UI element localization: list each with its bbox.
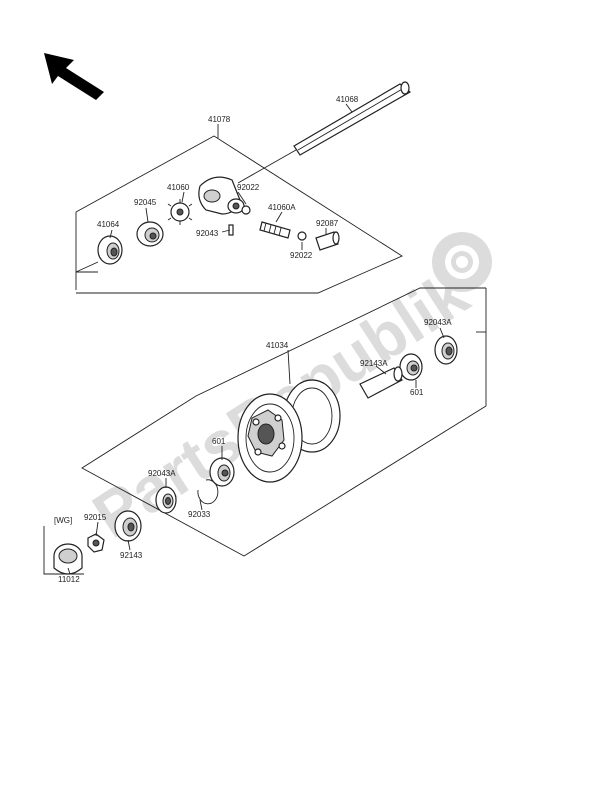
label-92087: 92087	[316, 219, 339, 228]
direction-arrow-icon	[44, 53, 104, 100]
part-seal-41064	[97, 235, 123, 265]
label-601-left: 601	[212, 437, 226, 446]
label-41060A: 41060A	[268, 203, 296, 212]
part-fitting-92087	[315, 231, 340, 251]
hub-assembly: 41034 92043A 92143A 601 601 92043A 92033…	[43, 287, 487, 584]
label-92015: 92015	[84, 513, 107, 522]
part-nut-92015	[87, 533, 105, 553]
part-bearing-601-right	[399, 353, 423, 381]
part-seal-92043A-left	[155, 486, 177, 514]
label-92033: 92033	[188, 510, 211, 519]
assembly-outline-41078	[75, 135, 403, 294]
gear-housing-assembly: 41078 41068 41060 92045 41064 92022 9204…	[75, 81, 412, 294]
part-hub-41034	[237, 379, 341, 483]
label-41060: 41060	[167, 183, 190, 192]
label-601-right: 601	[410, 388, 424, 397]
label-41068: 41068	[336, 95, 359, 104]
label-92022-a: 92022	[237, 183, 260, 192]
label-92045: 92045	[134, 198, 157, 207]
label-92143: 92143	[120, 551, 143, 560]
part-bearing-601-left	[209, 457, 235, 487]
part-drive-gear	[167, 199, 193, 225]
label-11012: 11012	[58, 575, 80, 584]
part-spacer-92143A	[359, 366, 403, 399]
label-92043: 92043	[196, 229, 219, 238]
part-cap-11012	[43, 526, 84, 575]
label-41034: 41034	[266, 341, 289, 350]
part-axle-41068	[237, 81, 412, 184]
label-92043A-right: 92043A	[424, 318, 452, 327]
part-bearing-92045	[136, 221, 164, 247]
label-wg: [WG]	[54, 516, 72, 525]
gear-icon	[432, 232, 492, 292]
part-washer-92022-b	[297, 231, 307, 241]
label-41064: 41064	[97, 220, 120, 229]
label-92043A-left: 92043A	[148, 469, 176, 478]
label-92143A: 92143A	[360, 359, 388, 368]
part-collar-92143	[114, 510, 142, 542]
label-92022-b: 92022	[290, 251, 313, 260]
part-worm-shaft-41060A	[259, 221, 291, 239]
part-seal-92043A-right	[434, 335, 458, 365]
part-circlip-92033	[197, 479, 219, 505]
watermark: PartsRepublik	[80, 232, 492, 552]
part-washer-92022-a	[241, 205, 251, 215]
label-41078: 41078	[208, 115, 231, 124]
part-gear-housing-41060	[198, 176, 245, 215]
